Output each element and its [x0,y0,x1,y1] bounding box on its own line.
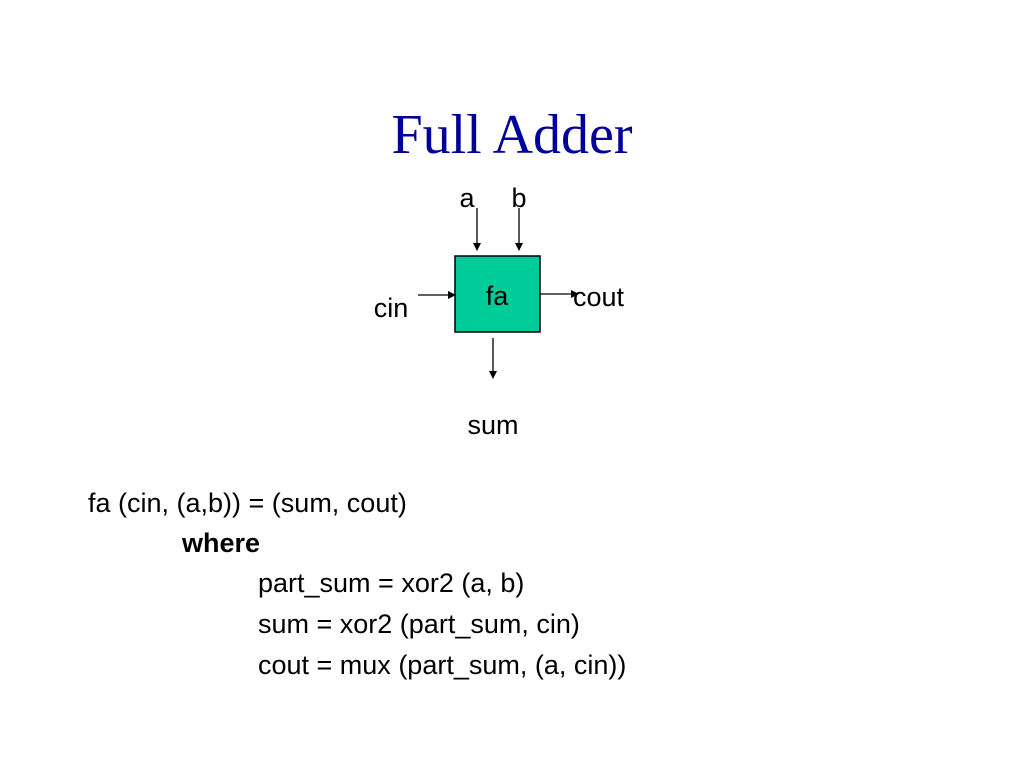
code-line-definition: fa (cin, (a,b)) = (sum, cout) [88,488,407,518]
input-a-label: a [459,183,475,213]
fa-block-label: fa [486,281,510,311]
slide-title: Full Adder [391,104,633,166]
code-line-sum: sum = xor2 (part_sum, cin) [258,609,580,639]
output-sum-label: sum [467,410,518,440]
code-line-cout: cout = mux (part_sum, (a, cin)) [258,650,627,680]
input-b-label: b [511,183,526,213]
output-cout-label: cout [573,282,625,312]
input-cin-label: cin [374,293,409,323]
code-line-part-sum: part_sum = xor2 (a, b) [258,568,525,598]
full-adder-diagram: fa a b cin cout sum [374,183,625,440]
code-keyword-where: where [182,528,261,558]
fa-block [454,255,541,333]
